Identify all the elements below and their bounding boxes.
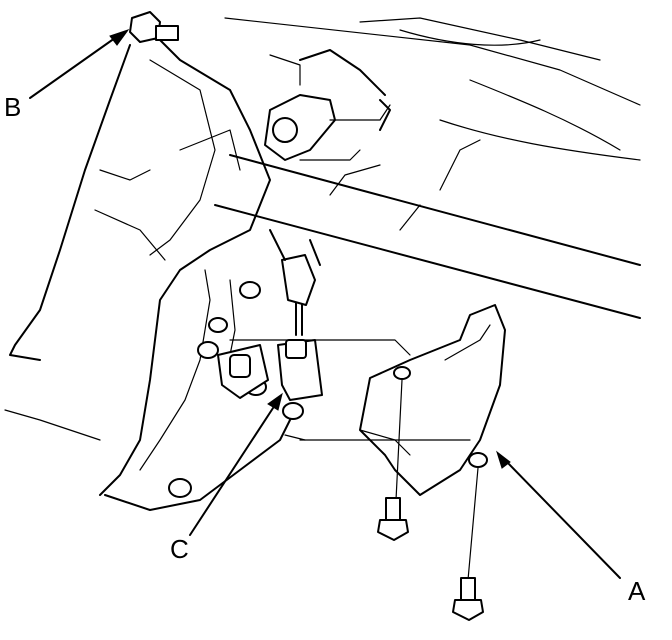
bracket-bolts: [377, 379, 484, 621]
callout-c: C: [170, 392, 283, 564]
bolt-b: [129, 11, 179, 43]
callout-a: A: [496, 450, 646, 606]
sensor-connector: [217, 229, 323, 420]
callout-c-label: C: [170, 534, 189, 564]
bracket-top: [264, 94, 391, 161]
transmission-housing: [4, 34, 296, 511]
guide-lines: [229, 339, 411, 441]
frame-member: [214, 139, 641, 319]
callout-b-label: B: [4, 92, 21, 122]
mount-bracket-a: [299, 304, 506, 496]
callout-b: B: [4, 29, 130, 122]
callout-a-label: A: [628, 576, 646, 606]
upper-body-panel: [224, 17, 641, 161]
